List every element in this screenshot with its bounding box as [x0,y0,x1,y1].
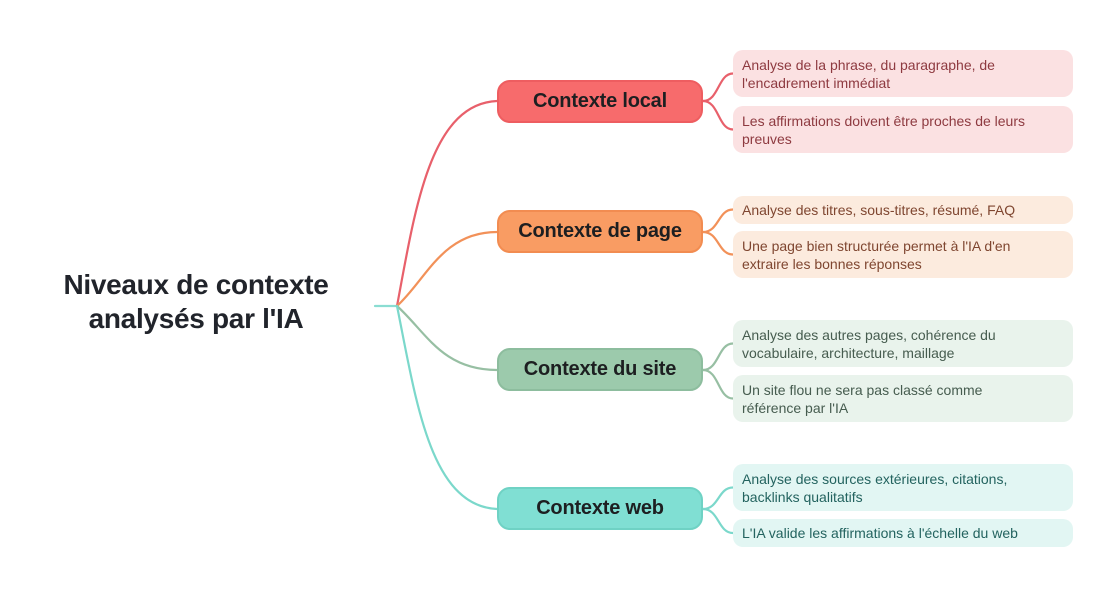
note-connector-web-1 [701,486,735,511]
root-topic[interactable]: Niveaux de contexte analysés par l'IA [18,268,374,336]
node-contexte-du-site[interactable]: Contexte du site [497,348,703,391]
branch-connector-web [395,304,499,511]
note-connector-page-2 [701,230,735,256]
node-contexte-de-page[interactable]: Contexte de page [497,210,703,253]
note-connector-local-1 [701,72,735,103]
root-title-line2: analysés par l'IA [88,303,304,334]
node-contexte-web[interactable]: Contexte web [497,487,703,530]
branch-connector-local [395,99,499,308]
note-local-1[interactable]: Analyse de la phrase, du paragraphe, de … [733,50,1073,97]
note-connector-page-1 [701,208,735,234]
branch-connector-page [395,230,499,308]
note-web-1[interactable]: Analyse des sources extérieures, citatio… [733,464,1073,511]
note-page-1[interactable]: Analyse des titres, sous-titres, résumé,… [733,196,1073,224]
note-web-2[interactable]: L'IA valide les affirmations à l'échelle… [733,519,1073,547]
note-page-2[interactable]: Une page bien structurée permet à l'IA d… [733,231,1073,278]
branch-connector-site [395,304,499,372]
note-site-2[interactable]: Un site flou ne sera pas classé comme ré… [733,375,1073,422]
node-contexte-local[interactable]: Contexte local [497,80,703,123]
note-connector-web-2 [701,507,735,535]
note-connector-site-2 [701,368,735,400]
note-connector-site-1 [701,342,735,372]
note-local-2[interactable]: Les affirmations doivent être proches de… [733,106,1073,153]
note-site-1[interactable]: Analyse des autres pages, cohérence du v… [733,320,1073,367]
note-connector-local-2 [701,99,735,131]
root-title-line1: Niveaux de contexte [63,269,329,300]
